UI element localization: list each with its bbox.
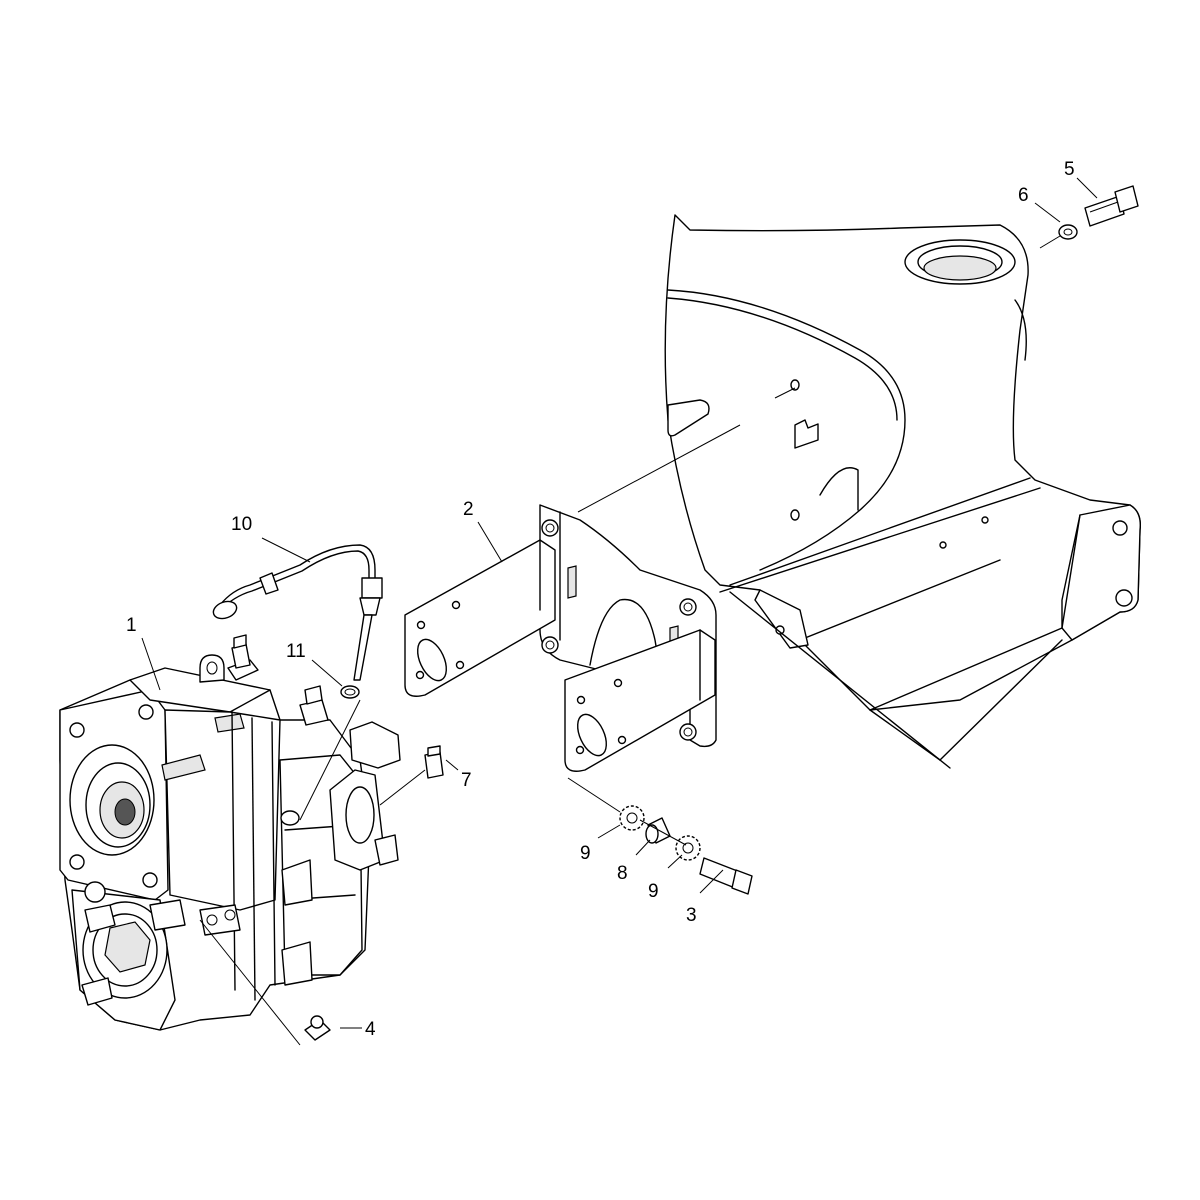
- callout-5: 5: [1064, 159, 1075, 180]
- callout-9-right: 9: [648, 881, 659, 902]
- callout-6: 6: [1018, 185, 1029, 206]
- callout-7: 7: [461, 770, 472, 791]
- callout-4: 4: [365, 1019, 376, 1040]
- plug-fitting: [424, 745, 444, 779]
- callout-2: 2: [463, 499, 474, 520]
- drain-plug: [304, 1015, 331, 1041]
- callout-9-left: 9: [580, 843, 591, 864]
- callout-labels: 1 2 3 4 5 6 7 8 9 9 10 11: [126, 159, 1075, 1040]
- callout-1: 1: [126, 615, 137, 636]
- callout-11: 11: [286, 641, 306, 662]
- output-flange: [81, 899, 186, 1006]
- output-yoke: [329, 721, 401, 871]
- callout-3: 3: [686, 905, 697, 926]
- callout-10: 10: [231, 514, 252, 535]
- transmission-assembly: [59, 634, 401, 1031]
- leader-lines: [141, 177, 1098, 1046]
- mounting-bracket: [404, 387, 796, 772]
- chassis-frame: [664, 214, 1141, 769]
- o-ring: [340, 685, 360, 699]
- bolt-spacer-washers: [619, 805, 753, 895]
- breather-fittings: [199, 634, 329, 826]
- bolt-and-washer-top: [1058, 185, 1139, 240]
- callout-8: 8: [617, 863, 628, 884]
- sensor-harness: [212, 544, 383, 681]
